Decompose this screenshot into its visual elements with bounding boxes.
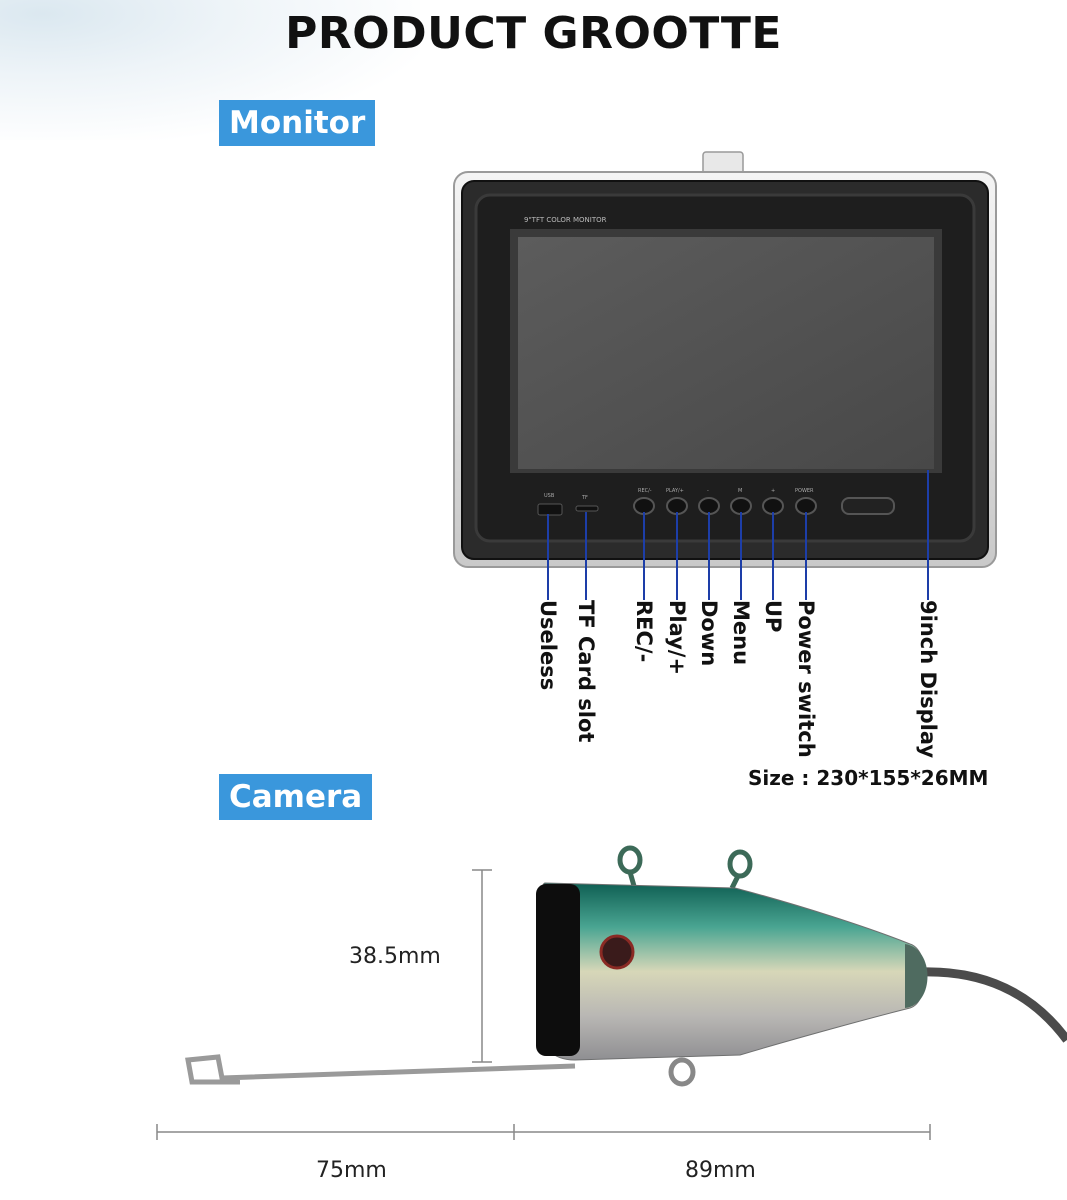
svg-text:REC/-: REC/- (638, 488, 652, 494)
callout-lines (547, 470, 929, 600)
camera-tail (905, 944, 928, 1008)
svg-text:M: M (738, 488, 742, 494)
camera-tag: Camera (219, 774, 373, 820)
camera-led (599, 934, 635, 970)
label-rec: REC/- (632, 600, 656, 663)
display-screen (518, 237, 934, 469)
svg-text:TF: TF (581, 495, 588, 501)
speaker-grille (841, 497, 895, 515)
up-button (762, 497, 784, 515)
menu-button (730, 497, 752, 515)
camera-cable (919, 967, 1067, 1043)
camera-device (185, 845, 1067, 1087)
rec-button (633, 497, 655, 515)
camera-loops (617, 845, 753, 1087)
down-button (698, 497, 720, 515)
label-down: Down (697, 600, 721, 667)
svg-text:+: + (771, 488, 775, 494)
bracket-length-label: 75mm (316, 1158, 387, 1183)
tf-card-slot (575, 505, 599, 512)
svg-text:POWER: POWER (795, 488, 814, 494)
svg-text:-: - (707, 488, 709, 494)
camera-length-label: 89mm (685, 1158, 756, 1183)
label-tf-card-slot: TF Card slot (574, 600, 598, 743)
monitor-tag: Monitor (219, 100, 376, 146)
page-title: PRODUCT GROOTTE (285, 8, 782, 59)
usb-port (537, 503, 563, 516)
label-up: UP (761, 600, 785, 633)
camera-lens-cap (536, 884, 580, 1056)
camera-height-label: 38.5mm (349, 944, 441, 969)
camera-body (539, 882, 926, 1061)
label-power-switch: Power switch (794, 600, 818, 758)
monitor-device: 9"TFT COLOR MONITOR USB TF REC/- PLAY/+ … (453, 151, 997, 568)
svg-text:USB: USB (544, 493, 555, 499)
label-display: 9inch Display (916, 600, 940, 759)
label-menu: Menu (729, 600, 753, 666)
label-play: Play/+ (665, 600, 689, 676)
label-useless: Useless (536, 600, 560, 691)
power-button (795, 497, 817, 515)
svg-text:PLAY/+: PLAY/+ (666, 488, 684, 494)
screen-caption: 9"TFT COLOR MONITOR (524, 216, 607, 224)
dimension-lines (156, 869, 931, 1140)
play-button (666, 497, 688, 515)
monitor-size: Size : 230*155*26MM (748, 766, 989, 790)
camera-bracket (185, 1054, 576, 1085)
